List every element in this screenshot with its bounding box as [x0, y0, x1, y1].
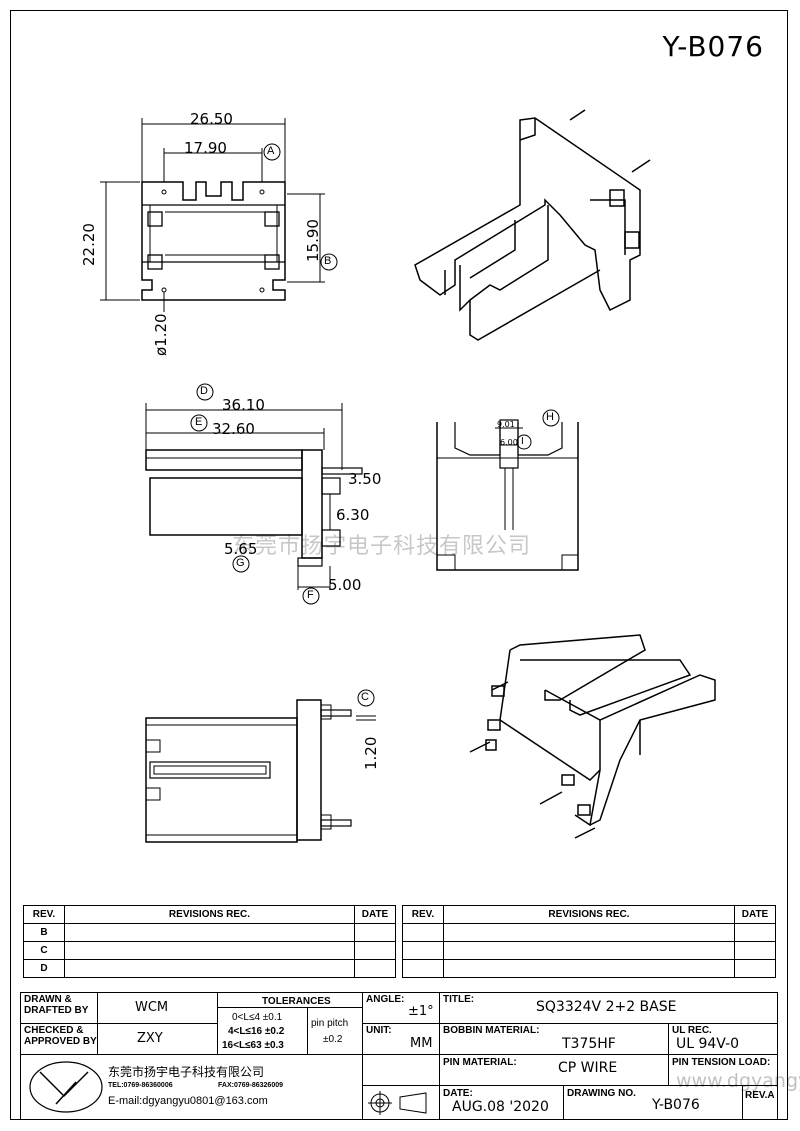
company-logo-icon	[29, 1061, 103, 1113]
dim-pin-6-30: 6.30	[336, 506, 370, 524]
drawn-label: DRAWN & DRAFTED BY	[24, 994, 89, 1016]
drawing-number: Y-B076	[662, 30, 764, 63]
rec-header: REVISIONS REC.	[64, 905, 355, 924]
company-name: 东莞市扬宇电子科技有限公司	[108, 1065, 265, 1079]
pin-material-value: CP WIRE	[558, 1060, 618, 1076]
dim-left-height: 22.20	[80, 223, 98, 266]
tolerances-label: TOLERANCES	[262, 996, 331, 1007]
markers	[190, 143, 560, 707]
dim-side-9-01: 9.01	[497, 420, 515, 429]
watermark-text: 东莞市扬宇电子科技有限公司	[232, 534, 532, 559]
drawing-no-label: DRAWING NO.	[567, 1088, 636, 1099]
dim-pin-dia: ø1.20	[152, 313, 170, 356]
title-value: SQ3324V 2+2 BASE	[536, 999, 677, 1015]
bottom-view	[145, 699, 376, 843]
dim-side-6-00: 6.00	[500, 438, 518, 447]
top-view	[100, 118, 325, 312]
revision-table-right: REV. REVISIONS REC. DATE	[402, 905, 776, 978]
dim-pin-5-00: 5.00	[328, 576, 362, 594]
company-fax: FAX:0769-86326009	[218, 1082, 283, 1089]
unit-label: UNIT:	[366, 1025, 392, 1036]
tol-1: 0<L≤4 ±0.1	[232, 1012, 283, 1023]
dim-front-total: 36.10	[222, 396, 265, 414]
dim-front-body: 32.60	[212, 420, 255, 438]
dim-gap-5-65: 5.65	[224, 540, 258, 558]
tol-2: 4<L≤16 ±0.2	[228, 1026, 285, 1037]
marker-h: H	[546, 411, 554, 423]
iso-view-top	[414, 109, 651, 341]
unit-value: MM	[410, 1036, 433, 1051]
dim-top-width: 26.50	[190, 110, 233, 128]
rev-header-2: REV.	[402, 905, 444, 924]
company-email: E-mail:dgyangyu0801@163.com	[108, 1095, 268, 1107]
angle-value: ±1°	[408, 1004, 434, 1019]
marker-f: F	[307, 589, 314, 601]
technical-drawing	[100, 109, 716, 843]
date-header-2: DATE	[734, 905, 776, 924]
marker-a: A	[267, 145, 275, 157]
marker-c: C	[361, 691, 369, 703]
drawn-value: WCM	[135, 1000, 169, 1015]
rev-row-d: D	[23, 959, 65, 978]
marker-i: I	[521, 436, 524, 447]
dim-bottom-1-20: 1.20	[362, 736, 380, 770]
bobbin-value: T375HF	[562, 1036, 616, 1052]
rev-row-b: B	[23, 923, 65, 942]
title-label: TITLE:	[443, 994, 475, 1005]
iso-view-bottom	[469, 634, 716, 839]
tol-3: 16<L≤63 ±0.3	[222, 1040, 284, 1051]
pin-material-label: PIN MATERIAL:	[443, 1057, 517, 1068]
rev-row-c: C	[23, 941, 65, 960]
marker-b: B	[324, 255, 332, 267]
bobbin-label: BOBBIN MATERIAL:	[443, 1025, 540, 1036]
projection-symbol-icon	[368, 1091, 427, 1115]
marker-e: E	[195, 416, 203, 428]
ul-value: UL 94V-0	[676, 1036, 740, 1052]
marker-d: D	[200, 385, 208, 397]
date-value: AUG.08 '2020	[452, 1099, 549, 1115]
ul-label: UL REC.	[672, 1025, 712, 1036]
checked-label: CHECKED & APPROVED BY	[24, 1025, 97, 1047]
revision-table-left: REV. REVISIONS REC. DATE B C D	[23, 905, 396, 978]
date-label: DATE:	[443, 1088, 473, 1099]
pin-pitch-label: pin pitch	[311, 1018, 349, 1029]
dim-pin-3-50: 3.50	[348, 470, 382, 488]
rec-header-2: REVISIONS REC.	[443, 905, 735, 924]
drawing-no-value: Y-B076	[652, 1097, 700, 1113]
date-header: DATE	[354, 905, 396, 924]
rev-header: REV.	[23, 905, 65, 924]
rev-label: REV.A	[745, 1090, 775, 1101]
front-view	[145, 403, 363, 590]
tension-label: PIN TENSION LOAD:	[672, 1057, 771, 1068]
dim-right-height: 15.90	[304, 219, 322, 262]
side-view	[436, 419, 579, 571]
marker-g: G	[236, 557, 245, 569]
pin-pitch-value: ±0.2	[323, 1034, 343, 1045]
watermark-url: www.dgyangyu.cn	[676, 1070, 800, 1092]
checked-value: ZXY	[137, 1031, 163, 1046]
angle-label: ANGLE:	[366, 994, 405, 1005]
company-tel: TEL:0769-86360006	[108, 1082, 173, 1089]
dim-top-inner: 17.90	[184, 139, 227, 157]
